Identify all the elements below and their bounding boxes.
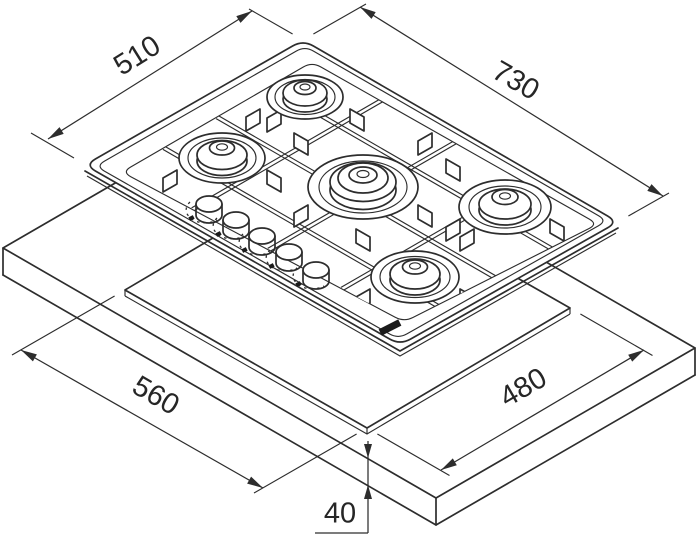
burner-front — [370, 250, 460, 304]
knob-3 — [238, 227, 276, 256]
arrowhead — [247, 476, 263, 488]
knob-2 — [212, 211, 250, 240]
brand-logo — [378, 319, 402, 336]
knob-5 — [292, 261, 330, 290]
dimension-line — [359, 6, 664, 197]
arrowhead — [236, 11, 252, 23]
dimension-label-510: 510 — [108, 29, 166, 82]
extension-lines — [30, 8, 293, 159]
extension-lines — [313, 3, 670, 217]
dimension-line — [20, 349, 264, 489]
dimension-worktop-thickness: 40 — [315, 441, 372, 534]
burner-center — [307, 154, 419, 220]
burner-back — [266, 74, 344, 120]
hob-side-thickness-outer — [84, 170, 619, 352]
arrowhead — [647, 184, 663, 196]
burner-left — [178, 132, 266, 184]
knob-1 — [185, 195, 223, 224]
dimension-line — [440, 349, 645, 471]
control-knobs — [185, 195, 330, 290]
arrowhead — [360, 7, 376, 19]
knob-4 — [265, 243, 303, 272]
arrowhead — [628, 350, 644, 362]
cutout-corner-ticks — [124, 290, 571, 434]
arrowhead — [21, 350, 37, 362]
arrowhead — [48, 127, 64, 139]
countertop-bottom-edges — [2, 274, 696, 526]
dimension-label-40: 40 — [324, 498, 356, 530]
dimension-label-560: 560 — [127, 370, 185, 422]
arrowhead — [441, 458, 457, 470]
arrowhead — [364, 485, 372, 499]
hob-side-thickness-inner — [86, 175, 617, 357]
extension-lines — [377, 313, 653, 476]
dimension-label-730: 730 — [487, 55, 545, 107]
extension-lines — [11, 295, 357, 494]
burner-right — [458, 179, 552, 235]
hob-rim-line — [99, 48, 604, 337]
dimension-line — [47, 10, 253, 140]
arrowhead — [364, 444, 372, 458]
hob-tray-outline — [125, 63, 595, 321]
